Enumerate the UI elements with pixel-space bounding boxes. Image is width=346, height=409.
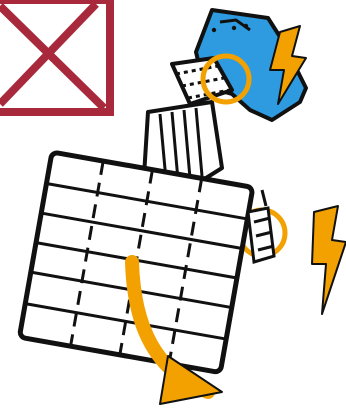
- lightning-bolt-right-icon: [312, 206, 346, 314]
- prohibited-cross-icon: [0, 0, 110, 112]
